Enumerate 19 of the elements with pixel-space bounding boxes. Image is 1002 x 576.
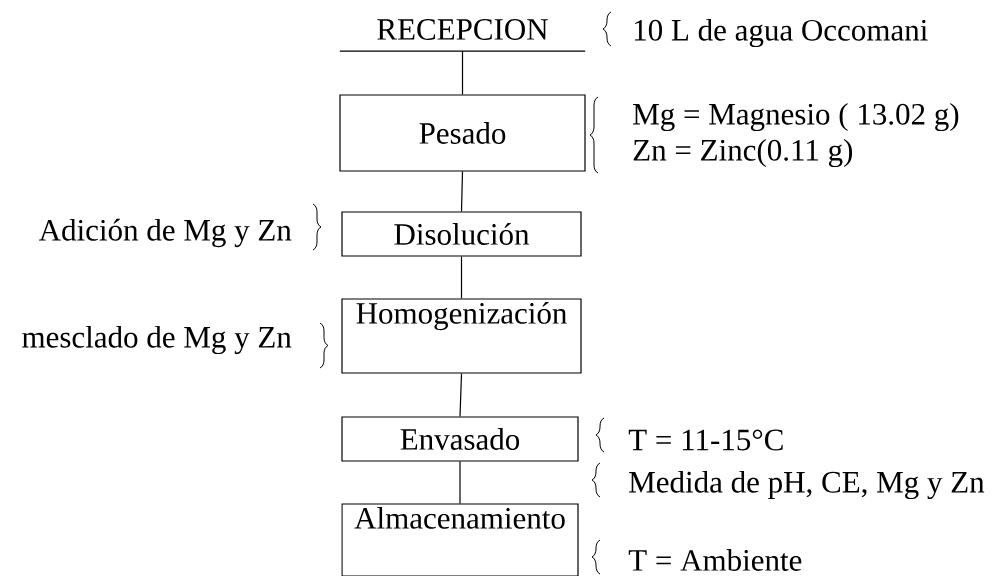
note-text: Mg = Magnesio ( 13.02 g) — [633, 102, 959, 132]
note-text: Zn = Zinc(0.11 g) — [633, 138, 853, 168]
process-box: Homogenización — [341, 298, 582, 374]
note-text: Medida de pH, CE, Mg y Zn — [629, 470, 985, 500]
connector-line — [459, 373, 463, 417]
connector-line — [459, 461, 461, 504]
connector-line — [461, 50, 464, 95]
note-text: Adición de Mg y Zn — [39, 218, 292, 248]
note-text: T = Ambiente — [628, 549, 802, 571]
process-box: Envasado — [341, 416, 579, 462]
note-text: T = 11-15°C — [628, 429, 783, 451]
note-text: 10 L de agua Occomani — [634, 18, 928, 48]
process-box: Disolución — [341, 211, 582, 257]
note-text: mesclado de Mg y Zn — [22, 325, 292, 355]
step-label: RECEPCION — [339, 19, 586, 52]
connector-line — [460, 171, 464, 212]
process-box: Pesado — [339, 94, 586, 172]
process-box: Almacenamiento — [341, 503, 579, 576]
connector-line — [460, 256, 463, 299]
